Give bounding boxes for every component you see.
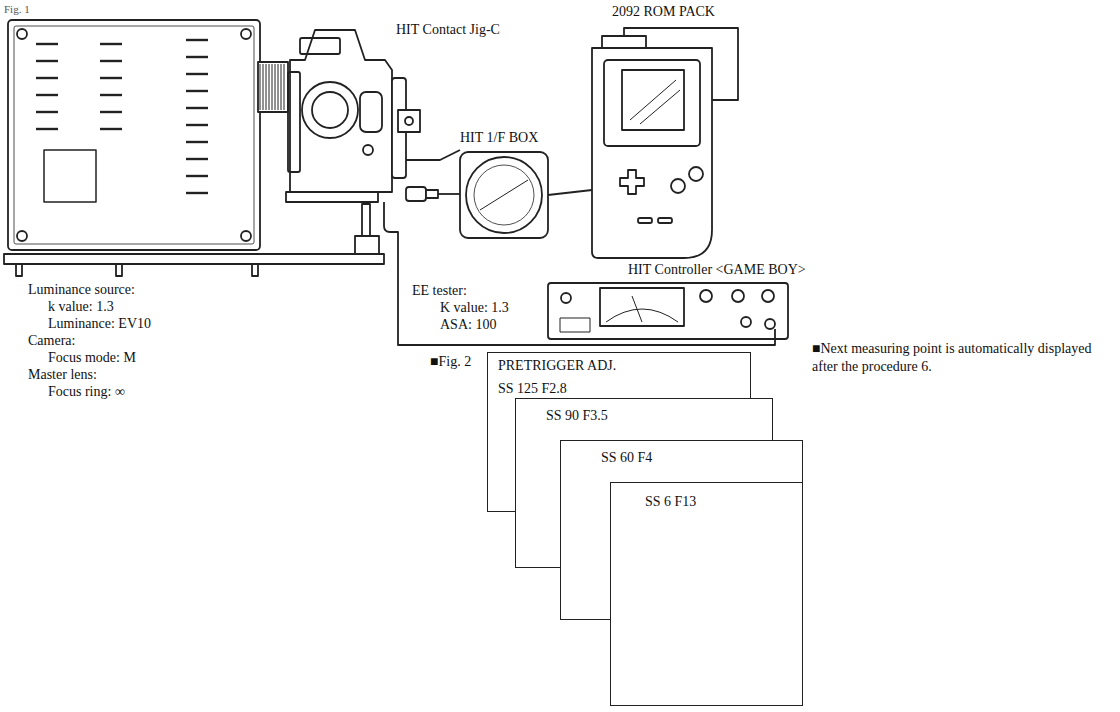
stroke [186,158,208,160]
spec-label: Luminance: EV10 [48,316,151,332]
stroke [186,56,208,58]
stroke [186,90,208,92]
spec-label: Fig. 1 [4,1,30,17]
stroke [186,107,208,109]
stroke [36,77,58,79]
spec-label: ■Fig. 2 [430,354,471,370]
stroke [269,64,270,110]
screen-text: SS 6 F13 [645,493,796,510]
spec-label: HIT Controller <GAME BOY> [628,262,806,278]
camera-with-contact-jig [286,30,460,202]
stroke [36,94,58,96]
spec-label: ASA: 100 [440,317,496,333]
display-screen: SS 6 F13 [610,482,803,706]
stroke [186,73,208,75]
stroke [186,192,208,194]
stroke [36,128,58,130]
stroke [275,64,276,110]
stroke [186,175,208,177]
spec-label: Focus ring: ∞ [48,384,125,400]
stroke [266,64,267,110]
stroke [272,64,273,110]
stroke [100,94,122,96]
spec-label: Luminance source: [28,282,135,298]
stroke [100,111,122,113]
stroke [260,64,261,110]
luminance-source [8,20,260,250]
stroke [100,60,122,62]
spec-label: Camera: [28,333,75,349]
stroke [100,77,122,79]
spec-label: HIT Contact Jig-C [396,22,500,38]
stroke [186,141,208,143]
spec-label: Master lens: [28,367,97,383]
spec-label: HIT 1/F BOX [460,130,538,146]
stroke [263,64,264,110]
stroke [100,43,122,45]
stroke [100,128,122,130]
screen-text: SS 125 F2.8 [498,380,744,397]
stroke [186,124,208,126]
stroke [278,64,279,110]
game-boy-controller [592,28,738,258]
stroke [36,60,58,62]
stroke [284,64,285,110]
stroke [281,64,282,110]
interface-box [460,152,548,238]
stroke [36,111,58,113]
screen-text: PRETRIGGER ADJ. [498,357,744,374]
screen-text: SS 90 F3.5 [546,407,766,424]
stroke [36,43,58,45]
stroke [186,39,208,41]
ee-tester [548,283,788,339]
note-text: ■Next measuring point is automatically d… [812,340,1102,376]
spec-label: K value: 1.3 [440,300,509,316]
spec-label: Focus mode: M [48,350,136,366]
spec-label: 2092 ROM PACK [612,4,715,20]
spec-label: k value: 1.3 [48,299,114,315]
spec-label: EE tester: [412,283,467,299]
screen-text: SS 60 F4 [601,449,796,466]
